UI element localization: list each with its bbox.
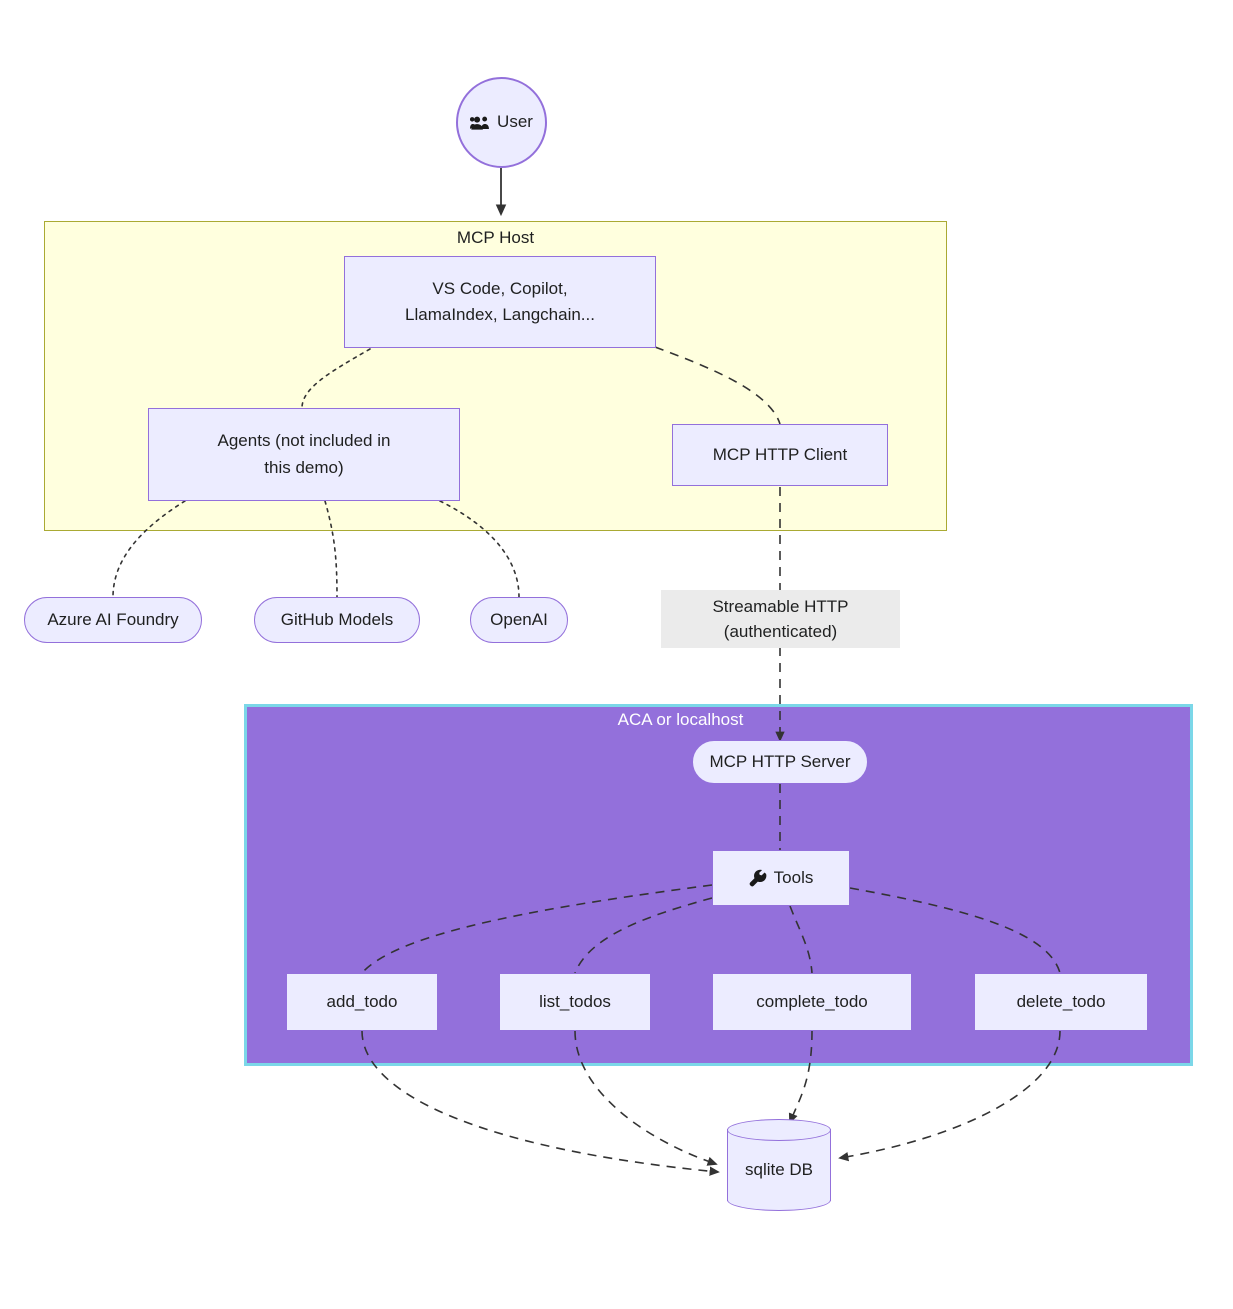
node-list-todos[interactable]: list_todos	[499, 973, 651, 1031]
node-mcp-http-server-label: MCP HTTP Server	[709, 751, 851, 771]
node-sqlite-db[interactable]: sqlite DB	[727, 1119, 831, 1211]
node-list-todos-label: list_todos	[539, 991, 611, 1011]
node-host-app-line2: LlamaIndex, Langchain...	[405, 305, 595, 324]
node-agents-line1: Agents (not included in	[217, 431, 391, 451]
node-mcp-http-server[interactable]: MCP HTTP Server	[692, 740, 868, 784]
node-github-models-label: GitHub Models	[280, 609, 394, 629]
cluster-label-mcp-host: MCP Host	[456, 228, 535, 247]
edge-label-streamable-http: Streamable HTTP (authenticated)	[661, 590, 900, 648]
edge-label-streamable-http-line2: (authenticated)	[723, 622, 838, 641]
node-azure-ai-foundry-label: Azure AI Foundry	[47, 609, 179, 629]
node-complete-todo-label: complete_todo	[756, 991, 868, 1011]
node-mcp-http-client[interactable]: MCP HTTP Client	[672, 424, 888, 486]
node-openai-label: OpenAI	[490, 609, 548, 629]
node-delete-todo[interactable]: delete_todo	[974, 973, 1148, 1031]
cylinder-body	[727, 1129, 831, 1201]
node-complete-todo[interactable]: complete_todo	[712, 973, 912, 1031]
node-add-todo[interactable]: add_todo	[286, 973, 438, 1031]
node-github-models[interactable]: GitHub Models	[254, 597, 420, 643]
node-tools-label: Tools	[773, 867, 814, 887]
node-sqlite-db-label: sqlite DB	[744, 1160, 814, 1179]
node-host-app[interactable]: VS Code, Copilot, LlamaIndex, Langchain.…	[344, 256, 656, 348]
node-delete-todo-label: delete_todo	[1016, 991, 1106, 1011]
node-tools[interactable]: Tools	[712, 850, 850, 906]
node-user[interactable]: User	[456, 77, 547, 168]
edge-label-streamable-http-line1: Streamable HTTP	[712, 596, 849, 616]
wrench-icon	[749, 869, 767, 887]
cluster-label-aca-or-localhost: ACA or localhost	[617, 710, 744, 729]
node-mcp-http-client-label: MCP HTTP Client	[712, 444, 848, 464]
node-agents[interactable]: Agents (not included in this demo)	[148, 408, 460, 501]
cylinder-top	[727, 1119, 831, 1141]
users-icon	[470, 115, 490, 131]
node-host-app-line1: VS Code, Copilot,	[432, 278, 568, 298]
node-add-todo-label: add_todo	[326, 991, 398, 1011]
node-azure-ai-foundry[interactable]: Azure AI Foundry	[24, 597, 202, 643]
node-openai[interactable]: OpenAI	[470, 597, 568, 643]
node-agents-line2: this demo)	[264, 457, 344, 477]
node-user-label: User	[497, 112, 533, 132]
